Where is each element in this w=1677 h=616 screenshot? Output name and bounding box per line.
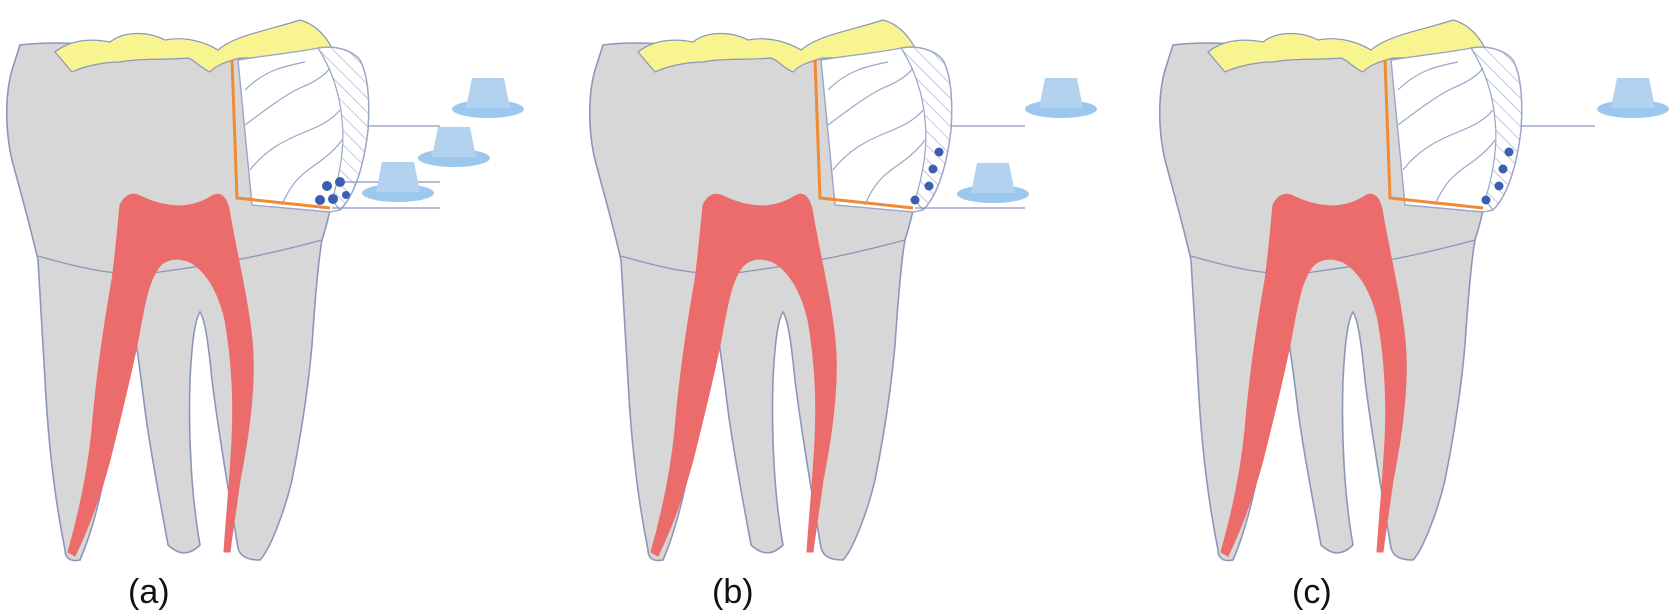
panel-c: (c) bbox=[1158, 18, 1669, 611]
curing-tip-a2 bbox=[418, 127, 490, 167]
filler-particle bbox=[1498, 164, 1508, 174]
filler-particle bbox=[328, 194, 338, 204]
filler-particle bbox=[924, 181, 934, 191]
filler-particle bbox=[322, 181, 332, 191]
filler-particle bbox=[342, 191, 350, 199]
filler-particle bbox=[1494, 181, 1504, 191]
tooth-b bbox=[588, 18, 954, 563]
panel-label-c: (c) bbox=[1292, 573, 1332, 611]
curing-tip-c1 bbox=[1597, 78, 1669, 118]
filler-particle bbox=[315, 195, 325, 205]
panel-label-a: (a) bbox=[128, 573, 170, 611]
filler-particles-b bbox=[910, 147, 944, 205]
tooth-c bbox=[1158, 18, 1524, 563]
panel-b: (b) bbox=[588, 18, 1097, 611]
curing-tip-a1 bbox=[452, 78, 524, 118]
filler-particle bbox=[1504, 147, 1514, 157]
filler-particles-c bbox=[1481, 147, 1514, 205]
filler-particle bbox=[928, 164, 938, 174]
filler-particle bbox=[910, 195, 920, 205]
filler-particles-a bbox=[315, 177, 350, 205]
curing-tip-b2 bbox=[957, 163, 1029, 203]
filler-particle bbox=[1481, 195, 1491, 205]
panel-label-b: (b) bbox=[712, 573, 754, 611]
tooth-a bbox=[5, 18, 371, 563]
curing-tip-b1 bbox=[1025, 78, 1097, 118]
filler-particle bbox=[934, 147, 944, 157]
panel-a: (a) bbox=[5, 18, 524, 611]
curing-lines-b bbox=[915, 125, 1025, 209]
filler-particle bbox=[335, 177, 345, 187]
